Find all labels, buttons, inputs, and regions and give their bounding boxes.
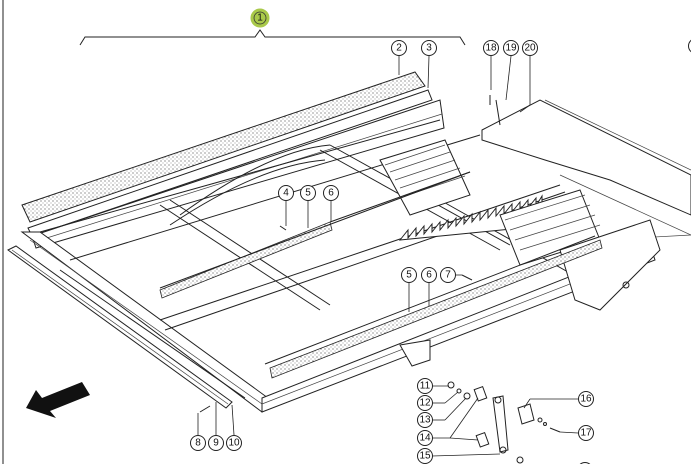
rail-lower — [264, 235, 603, 379]
callout-10[interactable]: 10 — [226, 435, 242, 451]
svg-text:16: 16 — [580, 394, 592, 405]
callout-5-upper[interactable]: 5 — [300, 185, 316, 201]
svg-text:5: 5 — [406, 270, 412, 281]
svg-text:15: 15 — [419, 451, 431, 462]
callout-9[interactable]: 9 — [208, 435, 224, 451]
rubber-strip — [21, 71, 426, 223]
svg-text:11: 11 — [420, 381, 431, 392]
callout-18[interactable]: 18 — [483, 40, 499, 56]
callout-20[interactable]: 20 — [522, 40, 538, 56]
callout-4[interactable]: 4 — [278, 185, 294, 201]
callout-12[interactable]: 12 — [417, 395, 433, 411]
svg-text:2: 2 — [396, 43, 402, 54]
svg-text:9: 9 — [213, 438, 219, 449]
callout-5-lower[interactable]: 5 — [401, 267, 417, 283]
svg-text:18: 18 — [485, 43, 497, 54]
callout-11[interactable]: 11 — [417, 378, 433, 394]
sieve-section — [379, 139, 661, 311]
svg-text:3: 3 — [426, 43, 432, 54]
svg-text:20: 20 — [524, 43, 536, 54]
svg-text:5: 5 — [305, 188, 311, 199]
svg-text:19: 19 — [505, 43, 517, 54]
callout-3[interactable]: 3 — [421, 40, 437, 56]
mount-bracket — [399, 339, 431, 367]
svg-text:10: 10 — [228, 438, 240, 449]
svg-text:6: 6 — [328, 188, 334, 199]
svg-text:12: 12 — [419, 398, 431, 409]
svg-text:6: 6 — [426, 270, 432, 281]
callout-16[interactable]: 16 — [578, 391, 594, 407]
callout-offscreen-right — [688, 39, 691, 53]
callout-13[interactable]: 13 — [417, 412, 433, 428]
arrow-down-left-icon — [26, 382, 90, 418]
svg-text:17: 17 — [580, 428, 592, 439]
svg-text:13: 13 — [419, 415, 431, 426]
callout-6-lower[interactable]: 6 — [421, 267, 437, 283]
svg-text:14: 14 — [419, 433, 431, 444]
callout-17[interactable]: 17 — [578, 425, 594, 441]
svg-text:8: 8 — [195, 438, 201, 449]
callout-19[interactable]: 19 — [503, 40, 519, 56]
callout-8[interactable]: 8 — [190, 435, 206, 451]
svg-text:7: 7 — [445, 270, 451, 281]
callout-15[interactable]: 15 — [417, 448, 433, 464]
svg-text:1: 1 — [257, 13, 263, 24]
leader-lines — [197, 55, 579, 457]
linkage-parts — [199, 95, 561, 464]
callout-14[interactable]: 14 — [417, 430, 433, 446]
callout-7[interactable]: 7 — [440, 267, 456, 283]
rail-upper — [159, 171, 471, 299]
callout-6-upper[interactable]: 6 — [323, 185, 339, 201]
callout-1[interactable]: 1 — [250, 8, 270, 28]
top-rail — [27, 89, 445, 249]
main-frame — [7, 119, 656, 413]
callout-2[interactable]: 2 — [391, 40, 407, 56]
assembly-bracket — [79, 29, 466, 46]
svg-text:4: 4 — [283, 188, 289, 199]
